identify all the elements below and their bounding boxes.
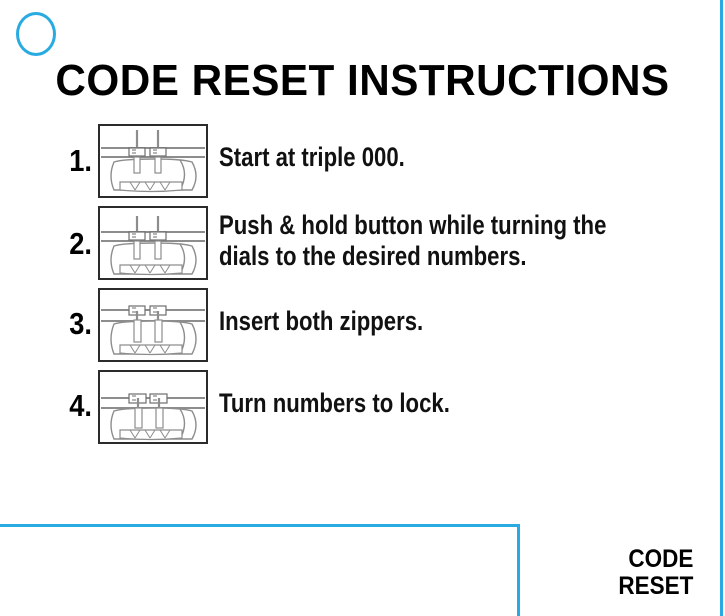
lock-zippers-locked-icon bbox=[98, 370, 208, 444]
list-item: 4. Turn bbox=[0, 364, 725, 446]
step-number: 4. bbox=[69, 388, 92, 423]
brand-logo: CODE RESET bbox=[618, 546, 693, 600]
brand-line-2: RESET bbox=[617, 572, 693, 600]
step-text: Push & hold button while turning the dia… bbox=[219, 210, 607, 271]
page-title: CODE RESET INSTRUCTIONS bbox=[55, 56, 670, 105]
step-text: Turn numbers to lock. bbox=[219, 388, 450, 418]
lock-zippers-raised-icon bbox=[98, 124, 208, 198]
step-number: 2. bbox=[69, 226, 92, 261]
corner-rule bbox=[0, 524, 520, 616]
lock-zippers-lowered-icon bbox=[98, 206, 208, 280]
list-item: 1. Start bbox=[0, 118, 725, 200]
lock-zippers-inserting-icon bbox=[98, 288, 208, 362]
list-item: 2. Push bbox=[0, 200, 725, 282]
list-item: 3. Inser bbox=[0, 282, 725, 364]
circle-outline-icon bbox=[16, 12, 56, 56]
step-number: 3. bbox=[69, 306, 92, 341]
step-number: 1. bbox=[69, 143, 92, 178]
vertical-rule bbox=[720, 0, 723, 616]
step-text: Insert both zippers. bbox=[219, 306, 424, 336]
steps-list: 1. Start bbox=[0, 118, 725, 446]
step-text: Start at triple 000. bbox=[219, 142, 405, 172]
brand-line-1: CODE bbox=[627, 545, 693, 573]
